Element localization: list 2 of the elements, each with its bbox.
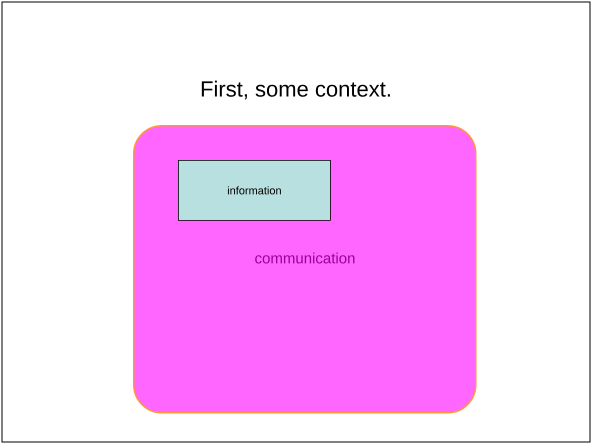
information-box: information [178, 160, 331, 221]
title: First, some context. [202, 80, 390, 100]
